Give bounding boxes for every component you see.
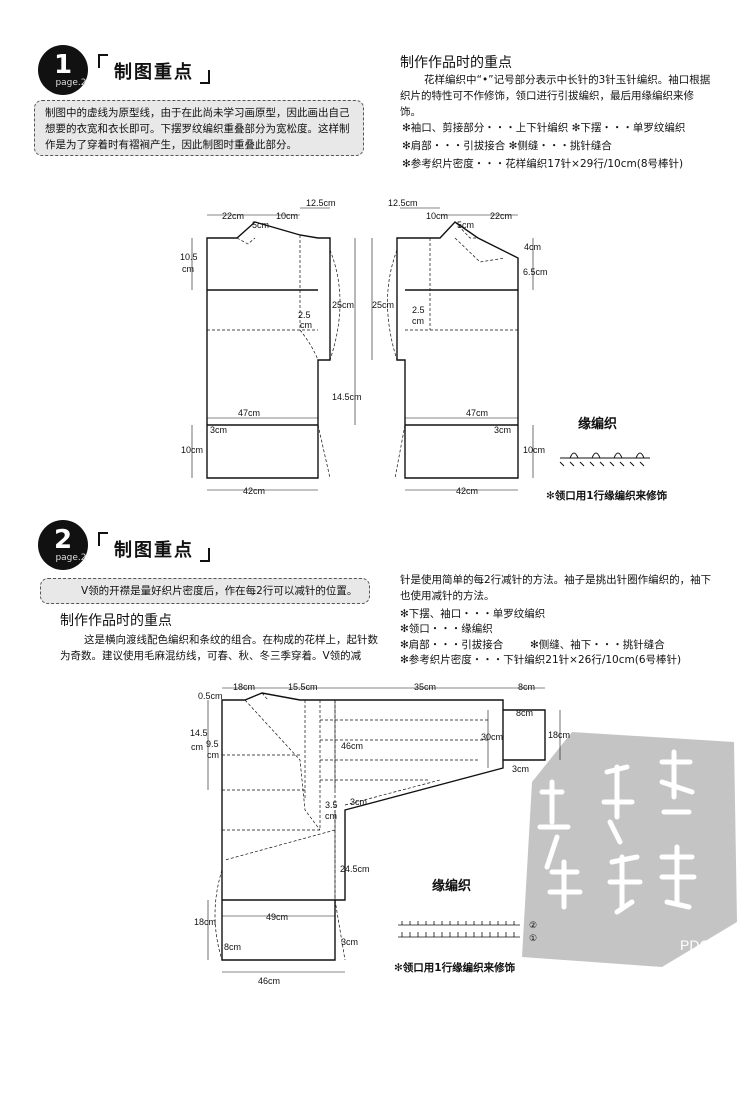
section-2-bullet: ✻肩部・・・引拔接合 [400,639,504,651]
row-mark: ① [529,933,537,943]
section-2-number: 2 [53,525,73,555]
heading-bracket-close [200,70,210,84]
dim-label: 12.5cm [388,198,418,208]
dim-label: 2.5 [412,305,425,315]
section-1-page-tag: page.2 [55,78,87,88]
dim-label: 10cm [276,211,298,221]
section-2-para-right: 针是使用简单的每2行减针的方法。袖子是挑出针圈作编织的，袖下也使用减针的方法。 [400,574,712,602]
section-1-bullet: ✻参考织片密度・・・花样编织17针×29行/10cm(8号棒针) [402,158,684,170]
heading-bracket-close [200,548,210,562]
dim-label: 18cm [194,917,216,927]
dim-label: 46cm [341,741,363,751]
dim-label: 42cm [456,486,478,496]
section-2-para-left: 这是横向渡线配色编织和条纹的组合。在构成的花样上，起针数为奇数。建议使用毛麻混纺… [60,634,378,662]
section-2-bullet: ✻侧缝、袖下・・・挑针缝合 [530,639,665,651]
dim-label: 5cm [457,220,474,230]
edge-stitch-title: 缘编织 [578,416,617,432]
edge-stitch-symbol [559,452,650,467]
dim-label: 22cm [222,211,244,221]
dim-label: 10cm [426,211,448,221]
section-1-pattern-diagram: 22cm 10cm 12.5cm 5cm 10.5 cm 25cm 2.5 cm… [180,198,650,496]
dim-label: 35cm [414,682,436,692]
section-1-bullet: ✻肩部・・・引拔接合 ✻侧缝・・・挑针缝合 [402,140,612,152]
dim-label: 14.5cm [332,392,362,402]
section-1-heading: 制图重点 [114,62,194,83]
dim-label: 6.5cm [523,267,548,277]
heading-bracket-open [98,54,108,68]
section-2-edge-note: ✻领口用1行缘编织来修饰 [394,962,516,974]
dim-label: 24.5cm [340,864,370,874]
dim-label: 14.5 [190,728,208,738]
section-1-edge-note: ✻领口用1行缘编织来修饰 [546,490,668,502]
dim-label: 3.5 [325,800,338,810]
section-2-bullet: ✻领口・・・缘编织 [400,623,493,635]
dim-label: 3cm [494,425,511,435]
seal-mark: PDG [680,937,710,953]
dim-label: 18cm [233,682,255,692]
dim-label: 12.5cm [306,198,336,208]
dim-label: 4cm [524,242,541,252]
section-1-number: 1 [53,50,73,80]
dim-label: 47cm [238,408,260,418]
dim-label: 8cm [516,708,533,718]
section-2-page-tag: page.2 [55,553,87,563]
dim-label: 10cm [181,445,203,455]
dim-label: cm [191,742,203,752]
dim-label: 3cm [341,937,358,947]
section-2-badge: 2 page.2 [38,520,88,570]
dim-label: 8cm [518,682,535,692]
dim-label: 3cm [350,797,367,807]
dim-label: cm [412,316,424,326]
dim-label: 49cm [266,912,288,922]
section-1-note: 制图中的虚线为原型线，由于在此尚未学习画原型，因此画出自己想要的衣宽和衣长即可。… [34,100,364,156]
dim-label: 15.5cm [288,682,318,692]
section-2-heading: 制图重点 [114,540,194,561]
dim-label: 9.5 [206,739,219,749]
section-1-bullet: ✻袖口、剪接部分・・・上下针编织 ✻下摆・・・单罗纹编织 [402,122,686,134]
dim-label: 22cm [490,211,512,221]
dim-label: cm [300,320,312,330]
dim-label: 25cm [372,300,394,310]
dim-label: 42cm [243,486,265,496]
dim-label: 47cm [466,408,488,418]
section-2-bullet: ✻下摆、袖口・・・单罗纹编织 [400,608,546,620]
dim-label: 10.5 [180,252,198,262]
dim-label: cm [325,811,337,821]
dim-label: 30cm [481,732,503,742]
row-mark: ② [529,920,537,930]
edge-stitch-title: 缘编织 [432,878,471,894]
seal-watermark: PDG [522,732,737,967]
dim-label: 0.5cm [198,691,223,701]
section-1-badge: 1 page.2 [38,45,88,95]
section-1-points-title: 制作作品时的重点 [400,55,512,71]
dim-label: 5cm [252,220,269,230]
section-1-points-intro: 花样编织中“•”记号部分表示中长针的3针玉针编织。袖口根据织片的特性可不作修饰，… [400,74,711,118]
section-2-points-title: 制作作品时的重点 [60,613,172,629]
dim-label: 3cm [210,425,227,435]
section-2-note: V领的开襟是量好织片密度后，作在每2行可以减针的位置。 [40,578,370,604]
section-2-bullet: ✻参考织片密度・・・下针编织21针×26行/10cm(6号棒针) [400,654,682,666]
dim-label: 46cm [258,976,280,986]
dim-label: cm [207,750,219,760]
dim-label: 18cm [548,730,570,740]
edge-stitch-symbol [398,921,520,938]
dim-label: 2.5 [298,310,311,320]
dim-label: 8cm [224,942,241,952]
dim-label: 3cm [512,764,529,774]
dim-label: 10cm [523,445,545,455]
dim-label: 25cm [332,300,354,310]
dim-label: cm [182,264,194,274]
heading-bracket-open [98,532,108,546]
